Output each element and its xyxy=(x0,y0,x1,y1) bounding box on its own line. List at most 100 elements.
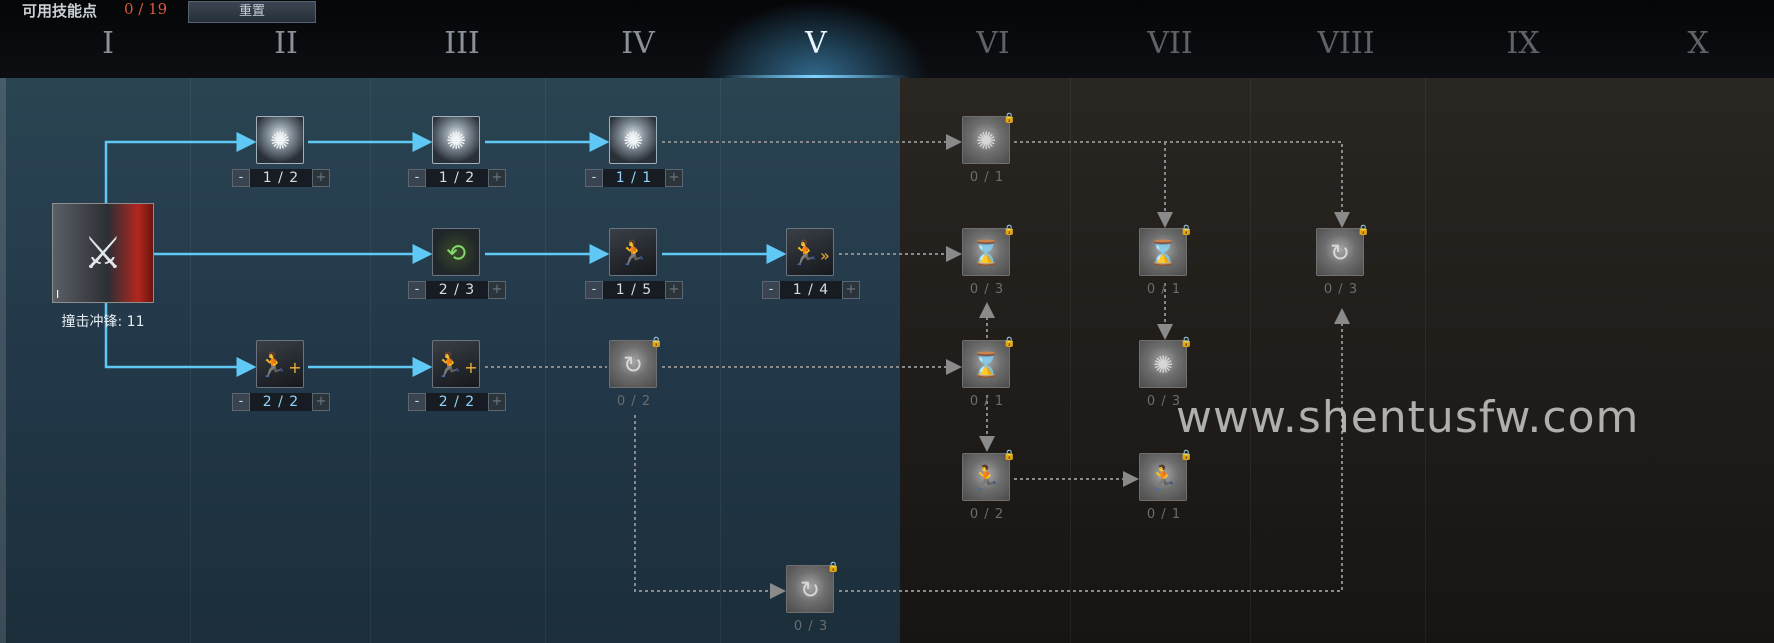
skill-points-label: 可用技能点 xyxy=(22,2,98,20)
link-locked xyxy=(839,308,1350,592)
skill-control: - 2 / 3 + xyxy=(408,281,506,299)
decrease-button[interactable]: - xyxy=(408,169,426,187)
tier-8[interactable]: VIII xyxy=(1317,26,1375,61)
skill-icon[interactable]: 🏃+ xyxy=(432,340,480,388)
skill-control: - 2 / 2 + xyxy=(408,393,506,411)
hourglass-icon: ⌛ xyxy=(1148,239,1178,267)
skill-points: 1 / 1 xyxy=(603,169,665,187)
skill-icon[interactable]: ⟲ xyxy=(432,228,480,276)
tier-6[interactable]: VI xyxy=(976,26,1010,61)
skill-points-value: 0 / 19 xyxy=(124,0,168,18)
increase-button[interactable]: + xyxy=(665,169,683,187)
tier-3[interactable]: III xyxy=(444,26,480,61)
increase-button[interactable]: + xyxy=(665,281,683,299)
decrease-button[interactable]: - xyxy=(408,281,426,299)
skill-icon[interactable]: 🏃» xyxy=(786,228,834,276)
skill-icon[interactable]: 🏃 xyxy=(1139,453,1187,501)
skill-icon[interactable]: ⌛ xyxy=(962,340,1010,388)
skill-points: 0 / 3 xyxy=(793,619,829,634)
lock-icon: 🔒 xyxy=(1003,113,1016,124)
skill-control: - 1 / 1 + xyxy=(585,169,683,187)
lock-icon: 🔒 xyxy=(1003,450,1016,461)
lock-icon: 🔒 xyxy=(1003,337,1016,348)
skill-icon[interactable]: ✺ xyxy=(1139,340,1187,388)
skill-points: 0 / 3 xyxy=(969,282,1005,297)
root-skill-label: 撞击冲锋: 11 xyxy=(61,314,145,330)
active-tier-glow xyxy=(700,0,930,78)
burst-strike-icon: ✺ xyxy=(445,127,467,155)
tier-2[interactable]: II xyxy=(274,26,298,61)
skill-points: 0 / 2 xyxy=(969,507,1005,522)
skill-icon[interactable]: 🏃 xyxy=(609,228,657,276)
skill-icon[interactable]: ↻ xyxy=(786,565,834,613)
tier-1[interactable]: I xyxy=(102,26,114,61)
skill-control: - 1 / 4 + xyxy=(762,281,860,299)
lock-icon: 🔒 xyxy=(1003,225,1016,236)
skill-points: 2 / 3 xyxy=(426,281,488,299)
skill-points: 0 / 1 xyxy=(1146,507,1182,522)
skill-points: 1 / 5 xyxy=(603,281,665,299)
runner-icon: 🏃 xyxy=(1148,464,1178,492)
skill-icon[interactable]: ↻ xyxy=(609,340,657,388)
decrease-button[interactable]: - xyxy=(232,169,250,187)
skill-icon[interactable]: ✺ xyxy=(609,116,657,164)
link-locked xyxy=(634,415,786,599)
runner-icon: 🏃 xyxy=(971,464,1001,492)
shield-boost-icon: ⟲ xyxy=(445,239,467,267)
tier-9[interactable]: IX xyxy=(1506,26,1540,61)
increase-button[interactable]: + xyxy=(488,281,506,299)
increase-button[interactable]: + xyxy=(312,169,330,187)
column-divider xyxy=(1070,78,1071,643)
increase-button[interactable]: + xyxy=(488,169,506,187)
increase-button[interactable]: + xyxy=(842,281,860,299)
dash-forward-icon: 🏃» xyxy=(790,239,830,267)
locked-region xyxy=(900,78,1774,643)
skill-points: 0 / 2 xyxy=(616,394,652,409)
decrease-button[interactable]: - xyxy=(762,281,780,299)
link-active xyxy=(104,303,257,377)
swirl-icon: ↻ xyxy=(799,576,821,604)
lock-icon: 🔒 xyxy=(1180,225,1193,236)
lock-icon: 🔒 xyxy=(827,562,840,573)
link-locked xyxy=(1014,141,1350,228)
skill-icon[interactable]: ↻ xyxy=(1316,228,1364,276)
swirl-icon: ↻ xyxy=(622,351,644,379)
root-skill-charge[interactable]: ⚔ xyxy=(52,203,154,303)
tier-4[interactable]: IV xyxy=(621,26,655,61)
skill-control: - 2 / 2 + xyxy=(232,393,330,411)
skill-control: - 1 / 2 + xyxy=(232,169,330,187)
tier-7[interactable]: VII xyxy=(1147,26,1193,61)
decrease-button[interactable]: - xyxy=(585,281,603,299)
skill-control: - 1 / 5 + xyxy=(585,281,683,299)
skill-points: 0 / 3 xyxy=(1146,394,1182,409)
root-tier-mark: I xyxy=(56,288,60,301)
lock-icon: 🔒 xyxy=(650,337,663,348)
decrease-button[interactable]: - xyxy=(585,169,603,187)
skill-points: 1 / 2 xyxy=(426,169,488,187)
reset-button[interactable]: 重置 xyxy=(188,1,316,23)
column-divider xyxy=(370,78,371,643)
runner-plus-icon: 🏃+ xyxy=(434,351,478,379)
lock-icon: 🔒 xyxy=(1180,337,1193,348)
skill-points: 0 / 1 xyxy=(1146,282,1182,297)
skill-icon[interactable]: ⌛ xyxy=(1139,228,1187,276)
increase-button[interactable]: + xyxy=(312,393,330,411)
tier-5[interactable]: V xyxy=(805,26,827,61)
skill-points: 0 / 1 xyxy=(969,394,1005,409)
link-active xyxy=(104,132,257,203)
skill-points: 2 / 2 xyxy=(250,393,312,411)
skill-icon[interactable]: ✺ xyxy=(962,116,1010,164)
skill-points: 2 / 2 xyxy=(426,393,488,411)
skill-icon[interactable]: 🏃+ xyxy=(256,340,304,388)
decrease-button[interactable]: - xyxy=(408,393,426,411)
skill-icon[interactable]: ✺ xyxy=(256,116,304,164)
skill-icon[interactable]: ⌛ xyxy=(962,228,1010,276)
burst-strike-icon: ✺ xyxy=(622,127,644,155)
decrease-button[interactable]: - xyxy=(232,393,250,411)
skill-icon[interactable]: ✺ xyxy=(432,116,480,164)
skill-icon[interactable]: 🏃 xyxy=(962,453,1010,501)
tier-10[interactable]: X xyxy=(1687,26,1709,61)
increase-button[interactable]: + xyxy=(488,393,506,411)
